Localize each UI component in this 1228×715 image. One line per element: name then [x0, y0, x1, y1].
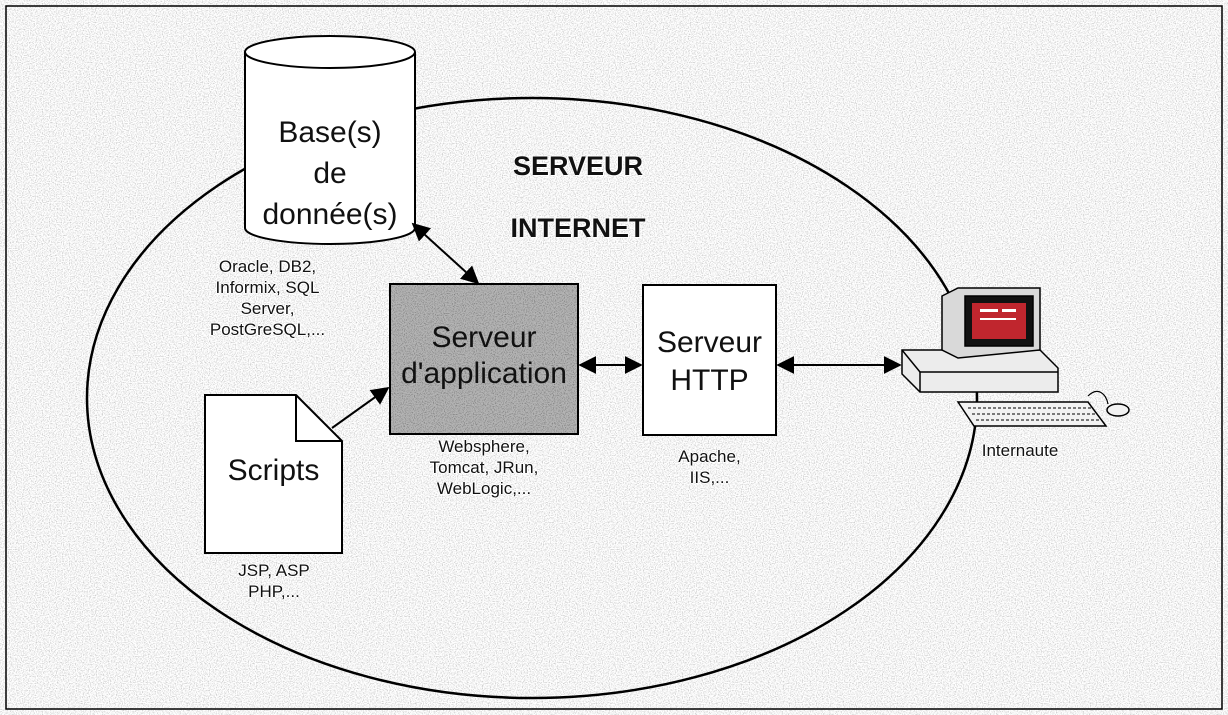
- scripts-fold: [295, 395, 342, 442]
- database-cylinder: [244, 35, 416, 245]
- app-server-products: Websphere, Tomcat, JRun, WebLogic,...: [429, 437, 539, 498]
- database-products: Oracle, DB2, Informix, SQL Server, PostG…: [209, 257, 326, 339]
- computer-icon: [901, 287, 1130, 427]
- scripts-app-arrow: [331, 386, 390, 429]
- app-server-label: Serveur d'application: [401, 321, 567, 390]
- database-label: Base(s) de donnée(s): [262, 116, 398, 231]
- http-server-label: Serveur HTTP: [656, 326, 763, 397]
- outer-frame: [5, 5, 1223, 710]
- app-server-box: [389, 283, 579, 435]
- http-server-products: Apache, IIS,...: [678, 447, 741, 487]
- server-circle: [85, 96, 979, 700]
- diagram-title: SERVEUR INTERNET: [478, 120, 678, 275]
- title-line-1: SERVEUR: [512, 151, 644, 182]
- client-label: Internaute: [981, 441, 1059, 460]
- title-line-2: INTERNET: [510, 213, 646, 244]
- db-app-arrow: [411, 222, 480, 285]
- http-server-box: [642, 284, 777, 436]
- scripts-document: [204, 394, 343, 554]
- scripts-label: Scripts: [227, 454, 320, 487]
- scripts-languages: JSP, ASP PHP,...: [238, 561, 310, 601]
